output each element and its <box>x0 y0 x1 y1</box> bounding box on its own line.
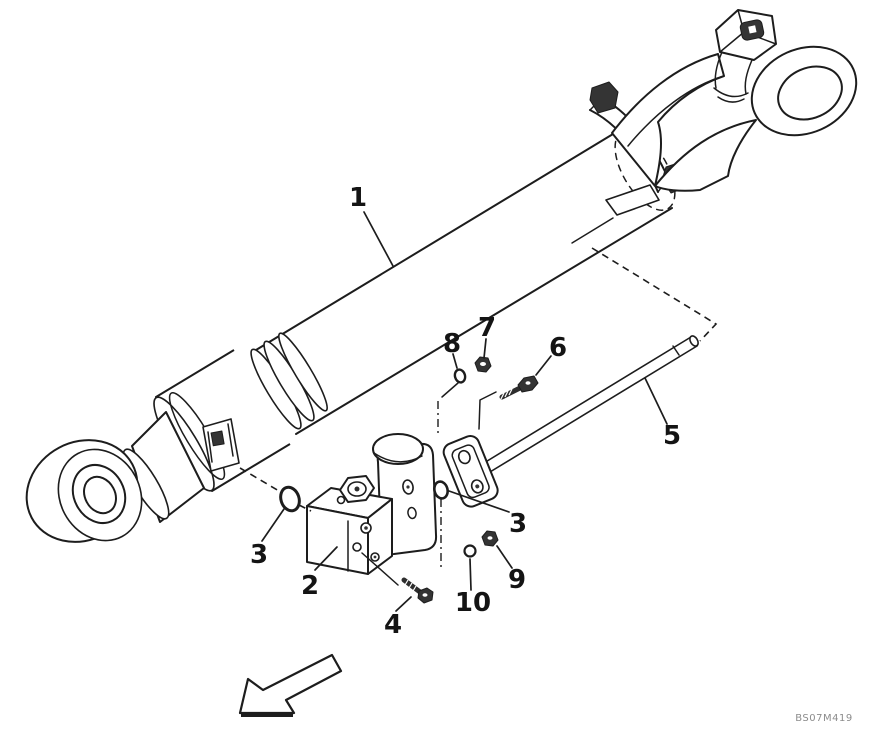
hydraulic-tube <box>478 335 699 476</box>
callout-label-6: 6 <box>549 333 567 363</box>
callout-label-7: 7 <box>478 313 496 343</box>
cylinder-barrel <box>255 129 676 435</box>
rod-neck <box>122 411 205 523</box>
valve-block-boss <box>372 433 424 465</box>
gland-rings <box>250 332 328 430</box>
nut-upper <box>474 356 492 373</box>
callout-label-2: 2 <box>301 571 319 601</box>
callout-label-3-left: 3 <box>250 540 268 570</box>
nut-lower <box>481 530 499 547</box>
callout-label-10: 10 <box>455 588 491 618</box>
callout-label-8: 8 <box>443 329 461 359</box>
o-ring-right <box>433 480 449 500</box>
hex-plug <box>339 475 375 503</box>
tube-elbow-line <box>478 391 497 430</box>
direction-arrow-icon <box>238 653 343 717</box>
figure-code: BS07M419 <box>795 713 852 724</box>
leader-lines <box>261 211 668 612</box>
o-ring-small <box>453 368 467 384</box>
callout-labels: 1 2 3 3 4 5 6 7 8 9 10 <box>250 183 681 640</box>
port-block <box>202 418 240 472</box>
o-ring-left <box>279 485 301 513</box>
bolt-upper <box>499 375 539 400</box>
callout-label-9: 9 <box>508 565 526 595</box>
callout-label-5: 5 <box>663 421 681 451</box>
bolt-lower <box>401 577 434 604</box>
tube-routing-dashed-leader <box>591 247 718 342</box>
rod-eye <box>25 439 143 543</box>
washer-small <box>463 544 477 558</box>
pivot-bracket <box>713 9 777 103</box>
valve-block <box>306 433 438 586</box>
assembly-centerlines <box>239 382 459 569</box>
callout-label-1: 1 <box>349 183 367 213</box>
clevis-eye <box>750 45 858 137</box>
callout-label-4: 4 <box>384 610 402 640</box>
mounting-flange <box>442 435 499 508</box>
clevis-arm <box>611 53 757 192</box>
clamp-clip-top <box>589 81 619 114</box>
callout-label-3-right: 3 <box>509 509 527 539</box>
cap-bracket <box>571 184 660 244</box>
